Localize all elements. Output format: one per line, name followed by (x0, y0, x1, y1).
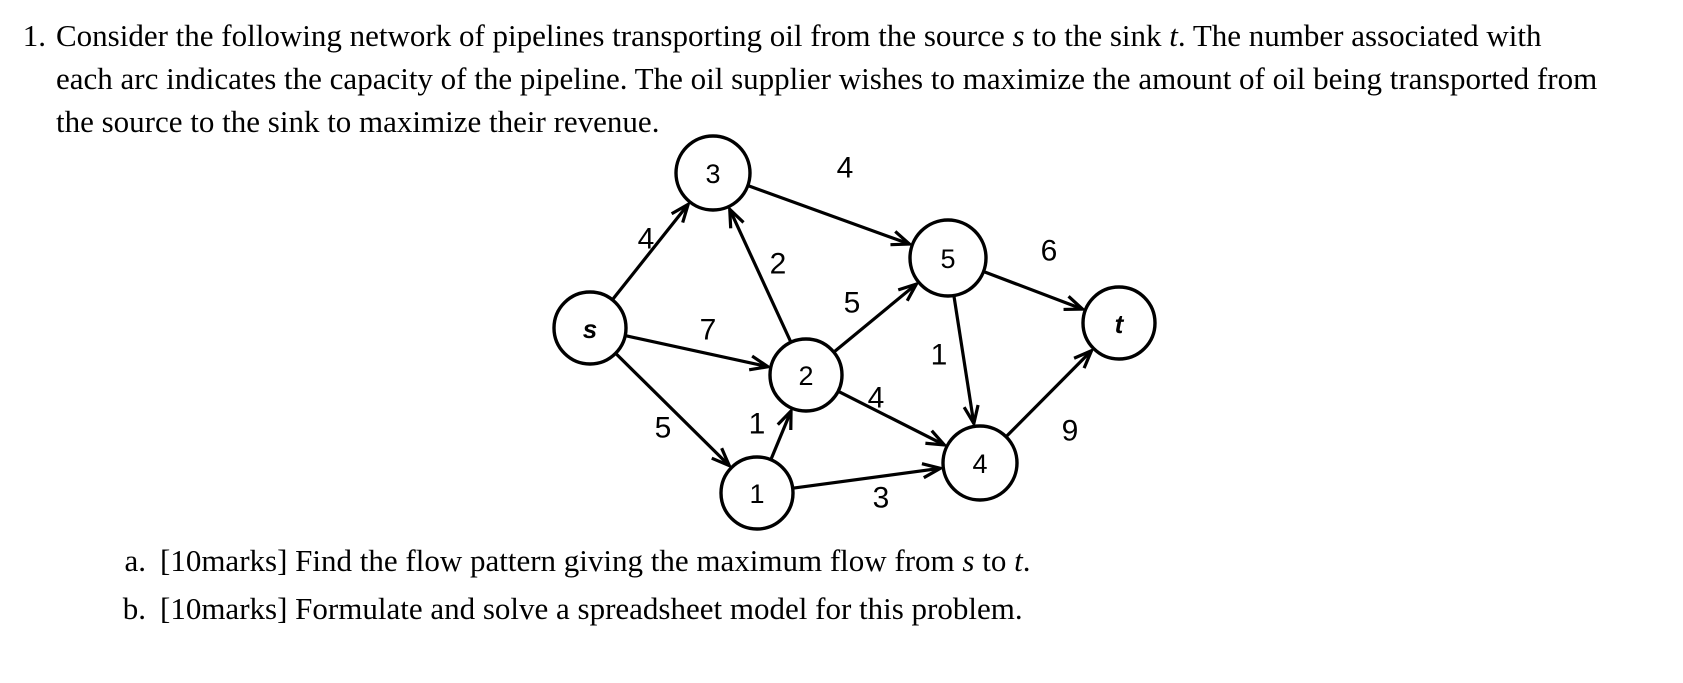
edge-2-5 (833, 281, 920, 353)
question-variable-t: t (1169, 18, 1178, 53)
subpart-a-part2: to (974, 543, 1015, 578)
subparts-block: a. [10marks] Find the flow pattern givin… (0, 538, 1683, 634)
subpart-b-text: [10marks] Formulate and solve a spreadsh… (160, 586, 1683, 632)
arrowhead-1-4 (921, 462, 945, 480)
node-3[interactable]: 3 (674, 134, 752, 212)
edge-3-5 (748, 184, 914, 247)
edge-capacity-s-1: 5 (655, 412, 672, 445)
subpart-a-variable-t: t (1014, 543, 1023, 578)
arrowhead-s-1 (711, 447, 733, 469)
question-block: 1. Consider the following network of pip… (0, 14, 1683, 143)
question-text-part2: to the sink (1024, 18, 1170, 53)
edge-layer (611, 184, 1095, 490)
arrowhead-4-t (1073, 347, 1095, 369)
question-variable-s: s (1012, 18, 1025, 53)
node-circle-1 (719, 455, 795, 531)
subpart-b-marker: b. (122, 591, 146, 626)
edge-s-2 (625, 334, 773, 372)
edge-capacity-5-4: 1 (931, 339, 948, 372)
node-label-4: 4 (972, 449, 987, 479)
edge-capacity-s-2: 7 (700, 314, 717, 347)
arrowhead-1-2 (776, 407, 793, 431)
edge-capacity-5-t: 6 (1041, 235, 1058, 268)
node-4[interactable]: 4 (941, 424, 1019, 502)
subpart-b-row: b. [10marks] Formulate and solve a sprea… (0, 586, 1683, 632)
node-label-s: s (583, 314, 597, 344)
node-circle-2 (768, 337, 844, 413)
node-label-t: t (1115, 309, 1125, 339)
question-text-part3: . The number associated with each arc in… (56, 18, 1598, 139)
node-label-5: 5 (940, 244, 955, 274)
node-circle-t (1081, 285, 1157, 361)
subpart-a-part3: . (1022, 543, 1031, 578)
arrowhead-5-4 (962, 404, 980, 428)
edge-capacity-s-3: 4 (638, 223, 655, 256)
arrowhead-5-t (1063, 295, 1087, 312)
edge-capacity-2-3: 2 (770, 248, 787, 281)
edge-1-2 (769, 407, 793, 460)
question-number: 1. (22, 18, 46, 53)
subpart-b-part1: [10marks] Formulate and solve a spreadsh… (160, 591, 1023, 626)
node-circle-4 (941, 424, 1019, 502)
arrowhead-3-5 (890, 230, 914, 247)
edge-label-layer: 4 7 5 2 4 5 6 1 4 1 3 9 (638, 152, 1079, 515)
edge-capacity-1-4: 3 (873, 482, 890, 515)
edge-capacity-2-5: 5 (844, 287, 861, 320)
node-label-2: 2 (798, 361, 813, 391)
question-text-part1: Consider the following network of pipeli… (56, 18, 1013, 53)
edge-capacity-1-2: 1 (749, 408, 766, 441)
arrowhead-2-3 (727, 205, 745, 229)
arrowhead-2-5 (897, 281, 920, 302)
subpart-a-text: [10marks] Find the flow pattern giving t… (160, 538, 1683, 584)
question-row: 1. Consider the following network of pip… (0, 14, 1683, 143)
subpart-a-part1: [10marks] Find the flow pattern giving t… (160, 543, 963, 578)
arrowhead-2-4 (925, 429, 949, 447)
edge-5-t (983, 270, 1087, 312)
edge-5-4 (952, 296, 980, 428)
edge-1-4 (793, 462, 945, 490)
node-circle-s (552, 290, 628, 366)
network-diagram: s 3 2 1 5 4 t 4 7 5 2 4 5 6 1 4 1 3 9 (490, 134, 1190, 536)
question-text: Consider the following network of pipeli… (56, 14, 1611, 143)
node-5[interactable]: 5 (908, 218, 988, 298)
edge-4-t (1005, 347, 1095, 438)
node-2[interactable]: 2 (768, 337, 844, 413)
subpart-a-marker: a. (124, 543, 146, 578)
edge-capacity-3-5: 4 (837, 152, 854, 185)
node-label-3: 3 (705, 159, 720, 189)
edge-2-4 (838, 390, 949, 447)
subpart-a-variable-s: s (962, 543, 975, 578)
node-circle-5 (908, 218, 988, 298)
edge-s-3 (611, 200, 691, 301)
edge-capacity-2-4: 4 (868, 382, 885, 415)
node-t[interactable]: t (1081, 285, 1157, 361)
network-graph-svg: s 3 2 1 5 4 t 4 7 5 2 4 5 6 1 4 1 3 9 (552, 134, 1157, 531)
node-1[interactable]: 1 (719, 455, 795, 531)
node-layer: s 3 2 1 5 4 t (552, 134, 1157, 531)
arrowhead-s-3 (670, 200, 691, 223)
edge-s-1 (615, 352, 733, 469)
arrowhead-s-2 (748, 354, 773, 372)
edge-2-3 (727, 205, 792, 343)
node-circle-3 (674, 134, 752, 212)
node-s[interactable]: s (552, 290, 628, 366)
node-label-1: 1 (749, 479, 764, 509)
edge-capacity-4-t: 9 (1062, 415, 1079, 448)
subpart-a-row: a. [10marks] Find the flow pattern givin… (0, 538, 1683, 584)
